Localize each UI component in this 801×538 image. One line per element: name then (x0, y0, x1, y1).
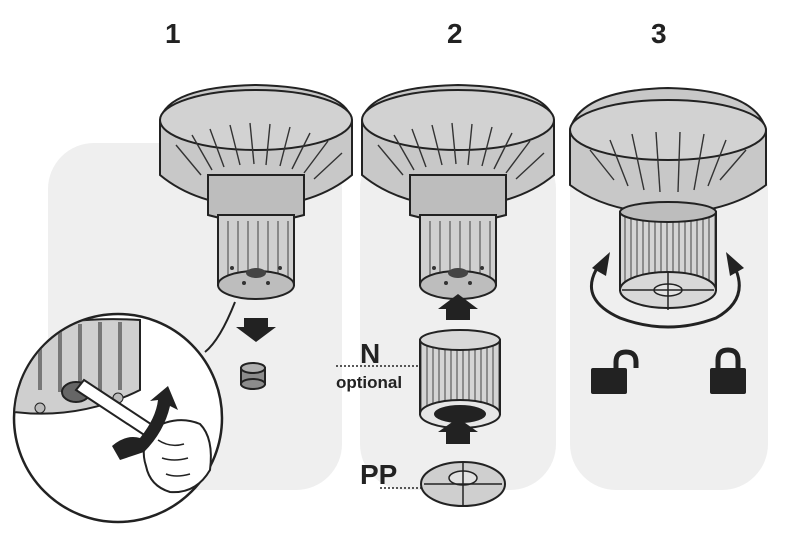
step-1-housing (159, 84, 353, 300)
step-3-number: 3 (651, 18, 667, 49)
unlocked-padlock-icon (591, 349, 639, 394)
step-2-housing (361, 84, 555, 300)
arrow-up-icon (438, 294, 478, 320)
filter-pp-label: PP (360, 459, 398, 490)
plug-part (240, 362, 266, 390)
filter-n-label: N (360, 338, 381, 369)
rotate-arrow-icon (590, 252, 744, 329)
magnifier-callout (12, 301, 236, 524)
n-filter-cartridge (419, 329, 501, 429)
pp-filter-disc (420, 461, 506, 507)
arrow-up-icon (438, 418, 478, 444)
step-1-number: 1 (165, 18, 181, 49)
step-2-number: 2 (447, 18, 463, 49)
hand-icon (142, 419, 212, 494)
curved-arrow-icon (112, 386, 178, 460)
step-3-housing (569, 86, 767, 310)
locked-padlock-icon (710, 347, 746, 394)
arrow-down-icon (236, 318, 276, 342)
optional-label: optional (336, 373, 403, 392)
